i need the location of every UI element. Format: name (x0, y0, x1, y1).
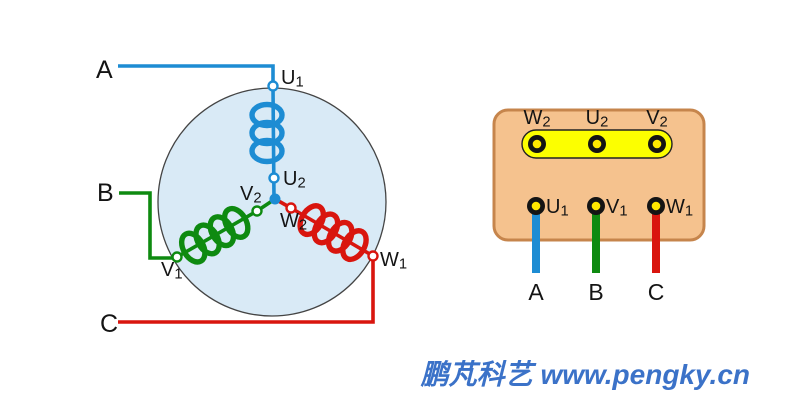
phase-b-wire (119, 191, 173, 260)
phase-c-wire (118, 260, 375, 324)
box-post-u1 (527, 197, 545, 215)
box-post-v1 (587, 197, 605, 215)
box-post-v2 (648, 135, 666, 153)
watermark-brand: 鹏芃科艺 (420, 359, 533, 390)
label-w1: W1 (380, 249, 408, 273)
box-label-v1: V1 (606, 196, 628, 220)
lead-label-b: B (588, 279, 604, 305)
lead-label-c: C (647, 279, 665, 305)
label-v1: V1 (161, 259, 183, 283)
terminal-w2 (285, 202, 297, 214)
watermark: 鹏芃科艺 www.pengky.cn (421, 353, 750, 393)
box-post-w1 (647, 197, 665, 215)
watermark-url: www.pengky.cn (540, 359, 750, 390)
box-post-w2 (528, 135, 546, 153)
label-phase-c: C (100, 310, 119, 338)
lead-label-a: A (528, 279, 544, 305)
label-u2: U2 (283, 168, 306, 192)
terminal-u2 (268, 172, 280, 184)
box-label-v2: V2 (646, 107, 668, 131)
label-v2: V2 (240, 183, 262, 207)
box-post-u2 (588, 135, 606, 153)
terminal-u1 (267, 80, 279, 92)
box-label-u2: U2 (585, 107, 609, 131)
terminal-v1 (171, 251, 183, 263)
box-label-u1: U1 (546, 196, 569, 220)
label-u1: U1 (281, 67, 304, 91)
terminal-w1 (367, 250, 379, 262)
phase-a-wire (118, 64, 275, 83)
terminal-v2 (251, 205, 263, 217)
box-label-w2: W2 (523, 107, 551, 131)
label-w2: W2 (280, 210, 308, 234)
coil-w-phase (274, 197, 374, 263)
star-point (269, 193, 281, 205)
label-phase-b: B (97, 179, 114, 207)
label-phase-a: A (96, 56, 113, 84)
box-label-w1: W1 (666, 196, 694, 220)
